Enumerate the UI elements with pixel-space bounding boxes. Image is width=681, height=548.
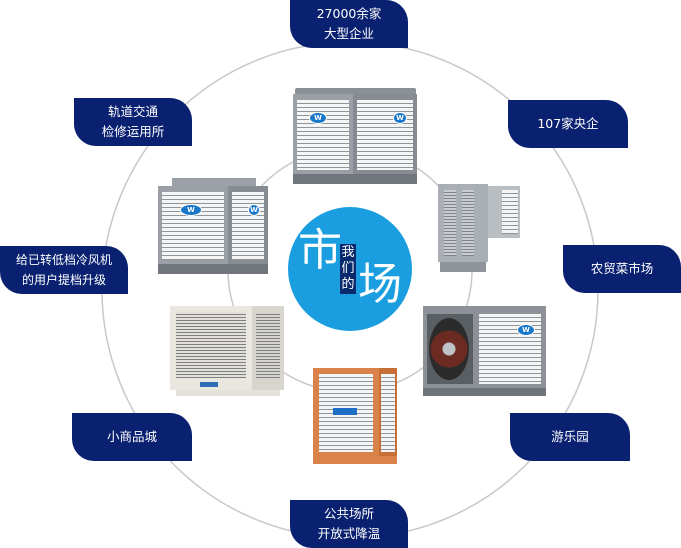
badge-line: 农贸菜市场 [590,261,654,276]
badge-line: 给已转低档冷风机 [15,253,112,267]
center-char: 们 [341,261,355,276]
product-gray-side-cooler [438,180,522,272]
badge-central-enterprises: 107家央企 [508,100,628,148]
badge-line: 轨道交通 [107,104,158,119]
badge-line: 107家央企 [537,116,599,131]
center-char: 的 [341,277,355,292]
badge-rail-maintenance: 轨道交通检修运用所 [74,98,192,146]
badge-public-places: 公共场所开放式降温 [290,500,408,548]
center-char-top: 市 [298,225,342,276]
fan-icon [429,318,469,380]
product-gray-cooler-top: W W [293,88,418,188]
badge-line: 开放式降温 [317,526,381,541]
badge-line: 大型企业 [323,26,374,41]
brand-label [200,382,218,387]
brand-logo-icon: W [309,112,327,124]
badge-upgrade-users: 给已转低档冷风机的用户提档升级 [0,246,128,294]
badge-line: 小商品城 [106,429,157,444]
badge-line: 的用户提档升级 [21,273,106,287]
product-white-cooler [170,306,286,398]
center-char: 我 [341,245,355,260]
brand-logo-icon: W [393,112,407,124]
brand-logo-icon: W [180,204,202,216]
center-char-bottom: 场 [358,259,402,310]
badge-farmers-market: 农贸菜市场 [563,245,681,293]
center-highlight: 我 们 的 [340,244,356,294]
badge-line: 27000余家 [316,6,382,21]
center-title-circle: 市 我 们 的 场 [288,207,412,331]
badge-large-enterprises: 27000余家大型企业 [290,0,408,48]
badge-commodity-market: 小商品城 [72,413,192,461]
badge-line: 检修运用所 [101,124,165,139]
badge-amusement-park: 游乐园 [510,413,630,461]
product-fan-cooler: W [423,306,546,396]
product-orange-cooler [313,366,399,466]
brand-logo-icon: W [248,204,260,216]
brand-label [333,408,357,415]
badge-line: 公共场所 [323,506,374,521]
brand-logo-icon: W [517,324,535,336]
product-gray-cooler-left: W W [158,178,270,278]
badge-line: 游乐园 [551,429,589,444]
